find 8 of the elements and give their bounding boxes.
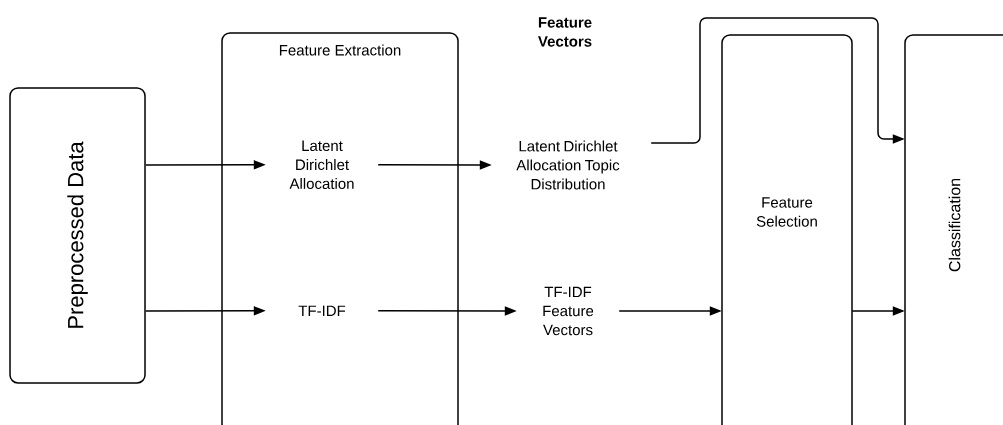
process-box: Preprocessed Data [9,87,146,384]
process-label: Latent Dirichlet Allocation [289,140,354,189]
process-box: Feature Selection [721,34,853,425]
process-box: Classification [904,34,1003,425]
process-label: Latent Dirichlet Allocation Topic Distribution [516,140,620,190]
column-heading: Feature Vectors [538,17,592,47]
process-label: TF-IDF [298,305,346,316]
process-label: TF-IDF Feature Vectors [543,286,594,336]
